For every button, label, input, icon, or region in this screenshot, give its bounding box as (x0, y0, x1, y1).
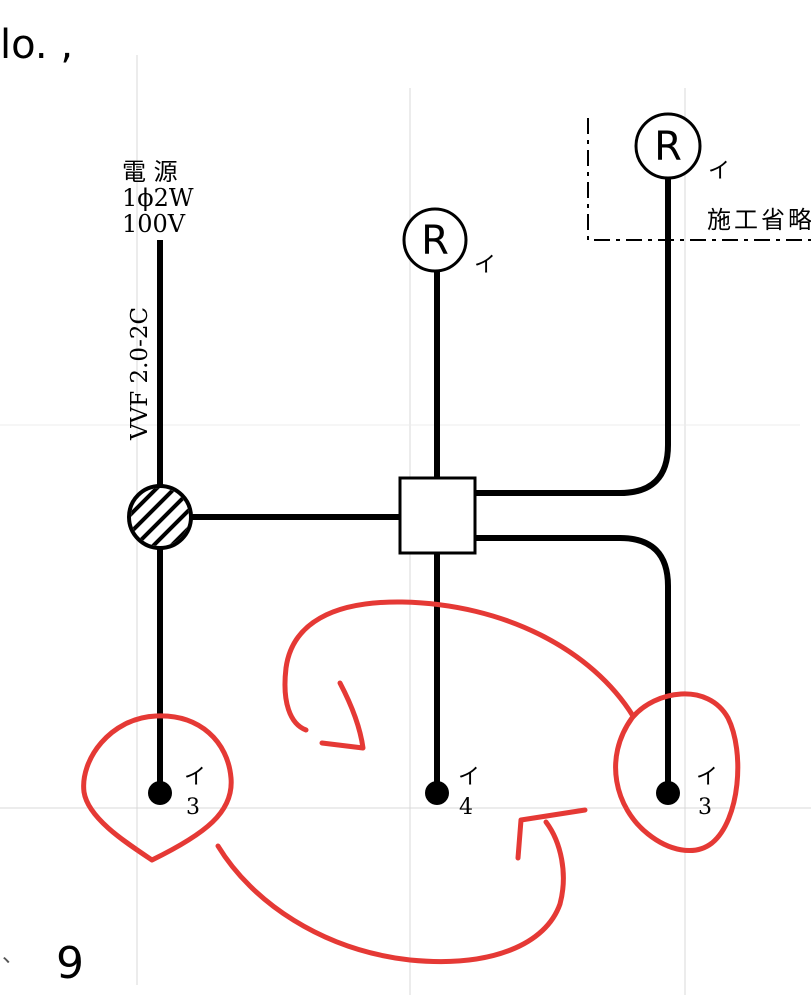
annotation-loop-arrow (282, 599, 636, 733)
wire-right-switch (475, 535, 671, 793)
switch-type: 3 (186, 795, 200, 820)
lamp-circle (402, 207, 468, 273)
annotation-circle-left (81, 713, 234, 863)
switch-right: イ 3 (656, 765, 718, 820)
junction-box (398, 476, 477, 555)
power-source-label: 電 源 1ϕ2W 100V (122, 158, 194, 238)
wires (157, 178, 671, 793)
power-source-line2: 1ϕ2W (122, 184, 194, 212)
power-source-line3: 100V (122, 210, 186, 238)
omitted-work-note: 施工省略 (707, 206, 811, 234)
switch-label: イ (184, 765, 206, 790)
lamp-label: イ (708, 159, 730, 184)
switch-type: 4 (459, 795, 473, 820)
header-fragment: lo. , (0, 22, 73, 68)
footer-mark: 、 (2, 943, 24, 968)
power-source-line1: 電 源 (122, 158, 178, 186)
switch-label: イ (696, 765, 718, 790)
omitted-work-border (587, 118, 811, 241)
annotation-arrowhead-top (319, 680, 366, 751)
lamp-symbol: R (421, 218, 449, 264)
wire-box-to-lamp-right (475, 178, 671, 496)
switch-left: イ 3 (148, 765, 206, 820)
switch-dot (656, 781, 680, 805)
annotation-circle-right (613, 691, 741, 853)
lamp-label: イ (474, 253, 496, 278)
annotation-arrowhead-bottom (515, 807, 588, 861)
annotation-curve-arrow (215, 819, 566, 965)
red-annotations (81, 599, 741, 965)
cable-label: VVF 2.0-2C (127, 307, 153, 441)
lamp-center: R イ (402, 207, 496, 278)
switch-center: イ 4 (425, 765, 480, 820)
omitted-work-region: 施工省略 (587, 118, 811, 241)
switch-label: イ (458, 765, 480, 790)
switch-type: 3 (698, 795, 712, 820)
footer-number: 9 (56, 938, 84, 989)
lamp-circle (634, 112, 702, 180)
switch-dot (425, 781, 449, 805)
lamp-right: R イ (634, 112, 730, 184)
switch-dot (148, 781, 172, 805)
lamp-symbol: R (654, 124, 682, 170)
junction-circle (127, 484, 193, 550)
